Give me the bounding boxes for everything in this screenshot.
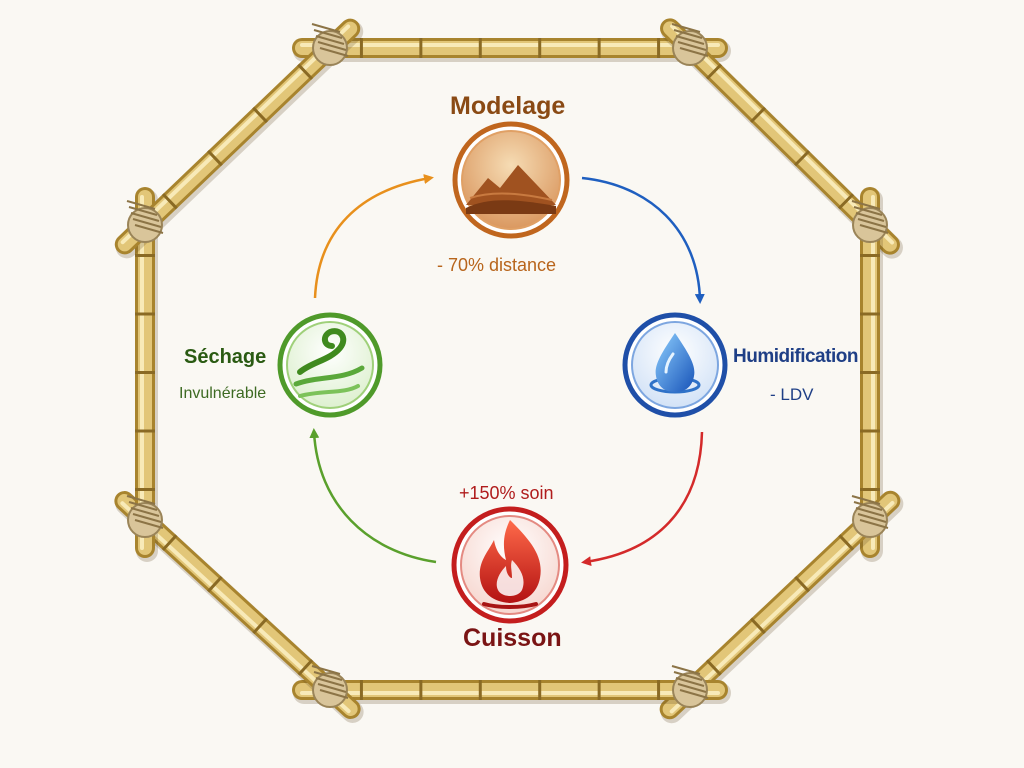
cuisson-effect: +150% soin bbox=[459, 483, 554, 503]
bamboo-pole bbox=[659, 490, 904, 724]
bamboo-pole bbox=[860, 187, 883, 562]
rope-lashing bbox=[671, 23, 709, 66]
sechage-effect: Invulnérable bbox=[179, 385, 267, 402]
modelage-title: Modelage bbox=[450, 92, 566, 120]
arrow-sechage-to-modelage bbox=[313, 174, 434, 299]
bamboo-frame bbox=[114, 18, 904, 724]
flame-icon bbox=[479, 520, 541, 609]
bamboo-pole bbox=[292, 680, 731, 704]
water-drop-icon bbox=[649, 333, 701, 394]
rope-lashing bbox=[851, 495, 889, 538]
rope-lashing bbox=[851, 200, 889, 243]
humidification-effect: - LDV bbox=[770, 385, 814, 404]
rope-lashing bbox=[311, 665, 349, 708]
humidification-title: Humidification bbox=[733, 346, 858, 367]
rope-lashing bbox=[671, 665, 709, 708]
rope-lashing bbox=[126, 200, 164, 243]
rope-lashing bbox=[311, 23, 349, 66]
arrow-humidification-to-cuisson bbox=[581, 431, 704, 567]
arrow-cuisson-to-sechage bbox=[309, 428, 437, 564]
bamboo-pole bbox=[135, 187, 158, 562]
humidification-medallion bbox=[622, 312, 728, 418]
sechage-medallion bbox=[277, 312, 383, 418]
arrow-modelage-to-humidification bbox=[581, 176, 705, 304]
wind-icon bbox=[293, 328, 365, 398]
modelage-medallion bbox=[452, 121, 570, 239]
bamboo-pole bbox=[114, 18, 364, 259]
sechage-title: Séchage bbox=[184, 346, 267, 368]
rope-lashing bbox=[126, 495, 164, 538]
cuisson-title: Cuisson bbox=[463, 624, 562, 652]
modelage-effect: - 70% distance bbox=[437, 255, 557, 275]
bamboo-pole bbox=[114, 491, 364, 723]
mountain-icon bbox=[466, 165, 556, 214]
cuisson-medallion bbox=[451, 506, 569, 624]
bamboo-pole bbox=[292, 38, 731, 62]
